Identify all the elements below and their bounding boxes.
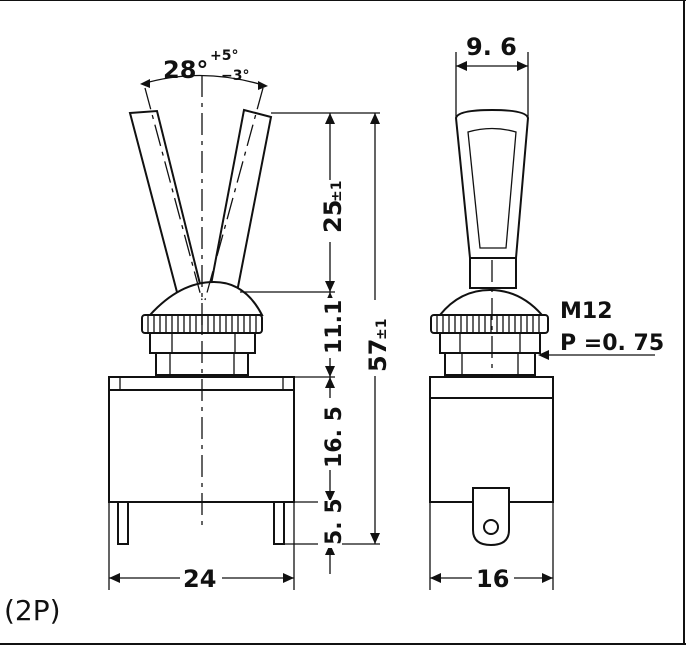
pole-count-label: (2P) bbox=[4, 594, 61, 627]
side-dome bbox=[437, 288, 545, 316]
side-lever bbox=[454, 108, 530, 259]
terminal-height-value: 5. 5 bbox=[322, 498, 347, 545]
thread-pitch-label: P =0. 75 bbox=[560, 331, 664, 356]
width-value: 24 bbox=[183, 565, 216, 593]
angle-arrow-left bbox=[140, 79, 150, 88]
left-terminal bbox=[117, 501, 129, 545]
side-view: 9. 6 M12 P =0. 75 16 bbox=[429, 33, 664, 593]
nut-height-value: 11.1 bbox=[322, 300, 347, 354]
side-lever-stem bbox=[469, 257, 517, 289]
lever-length-tol: ±1 bbox=[329, 181, 345, 202]
total-height-value: 57 bbox=[364, 339, 392, 372]
left-lever-axis bbox=[144, 87, 203, 301]
angle-tol-plus: +5° bbox=[210, 48, 238, 64]
angle-tol-minus: −3° bbox=[221, 68, 249, 84]
side-body bbox=[429, 376, 554, 503]
angle-arrow-right bbox=[258, 81, 268, 90]
nut-knurling bbox=[147, 316, 257, 332]
left-lever bbox=[128, 109, 204, 298]
right-lever bbox=[208, 108, 273, 294]
thread-size-label: M12 bbox=[560, 299, 613, 324]
side-width-value: 16 bbox=[476, 565, 509, 593]
front-view: 28° +5° −3° 25 ±1 11.1 16. 5 5. 5 bbox=[108, 48, 392, 593]
right-terminal bbox=[273, 501, 285, 545]
lever-width-value: 9. 6 bbox=[466, 33, 517, 61]
angle-arc bbox=[141, 74, 267, 87]
terminal-hole bbox=[483, 519, 499, 535]
right-lever-axis bbox=[204, 87, 264, 301]
total-height-tol: ±1 bbox=[374, 319, 390, 340]
lever-length-value: 25 bbox=[319, 200, 347, 233]
side-lever-inner bbox=[467, 127, 517, 249]
angle-value: 28° bbox=[163, 56, 208, 84]
body-height-value: 16. 5 bbox=[322, 406, 347, 468]
side-hex-nut bbox=[439, 332, 541, 354]
side-terminal-lug bbox=[472, 487, 510, 547]
side-thread bbox=[444, 352, 536, 376]
